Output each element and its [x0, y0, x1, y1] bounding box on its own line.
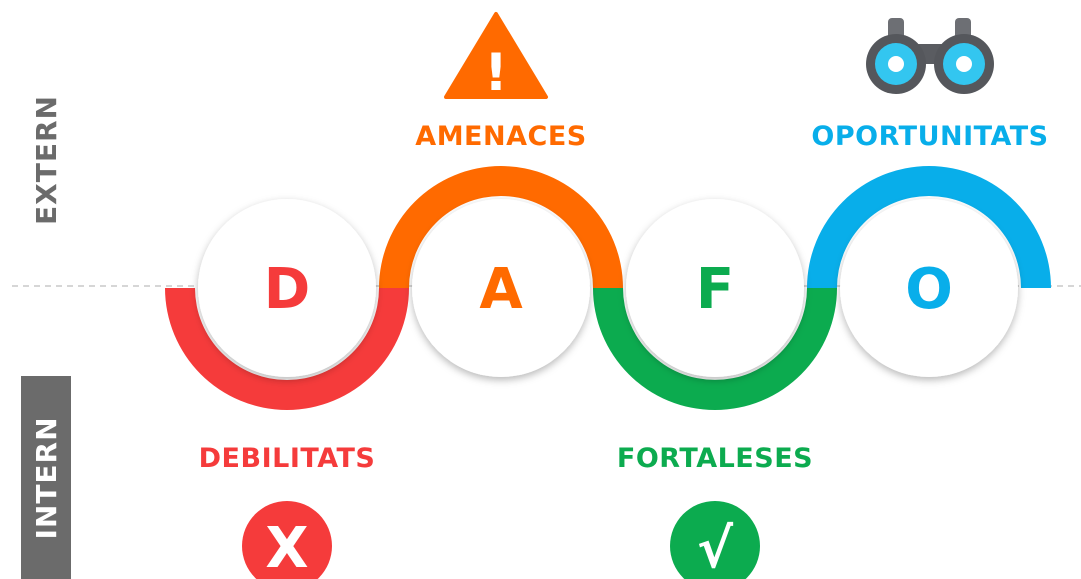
check-mark: √	[697, 517, 734, 579]
arc-fortaleses	[593, 288, 837, 410]
letter-o: O	[905, 257, 953, 322]
circle-d	[198, 199, 376, 377]
circle-f	[626, 199, 804, 377]
intern-label: INTERN	[30, 416, 63, 539]
intern-label-box	[21, 376, 71, 579]
extern-label: EXTERN	[30, 95, 63, 225]
circle-o	[840, 199, 1018, 377]
warning-triangle-icon: !	[444, 12, 548, 103]
arc-oportunitats	[807, 166, 1051, 288]
label-amenaces: AMENACES	[415, 121, 586, 152]
x-circle-icon: X	[242, 501, 332, 579]
warning-mark: !	[484, 43, 508, 103]
letter-a: A	[479, 257, 523, 322]
label-oportunitats: OPORTUNITATS	[811, 121, 1048, 152]
check-circle-icon: √	[670, 501, 760, 579]
arc-debilitats	[165, 288, 409, 410]
letter-d: D	[264, 257, 310, 322]
letter-f: F	[696, 257, 734, 322]
circle-a	[412, 199, 590, 377]
x-mark: X	[265, 516, 308, 579]
label-fortaleses: FORTALESES	[617, 443, 813, 474]
binoculars-icon	[866, 18, 994, 94]
arc-amenaces	[379, 166, 623, 288]
label-debilitats: DEBILITATS	[199, 443, 376, 474]
